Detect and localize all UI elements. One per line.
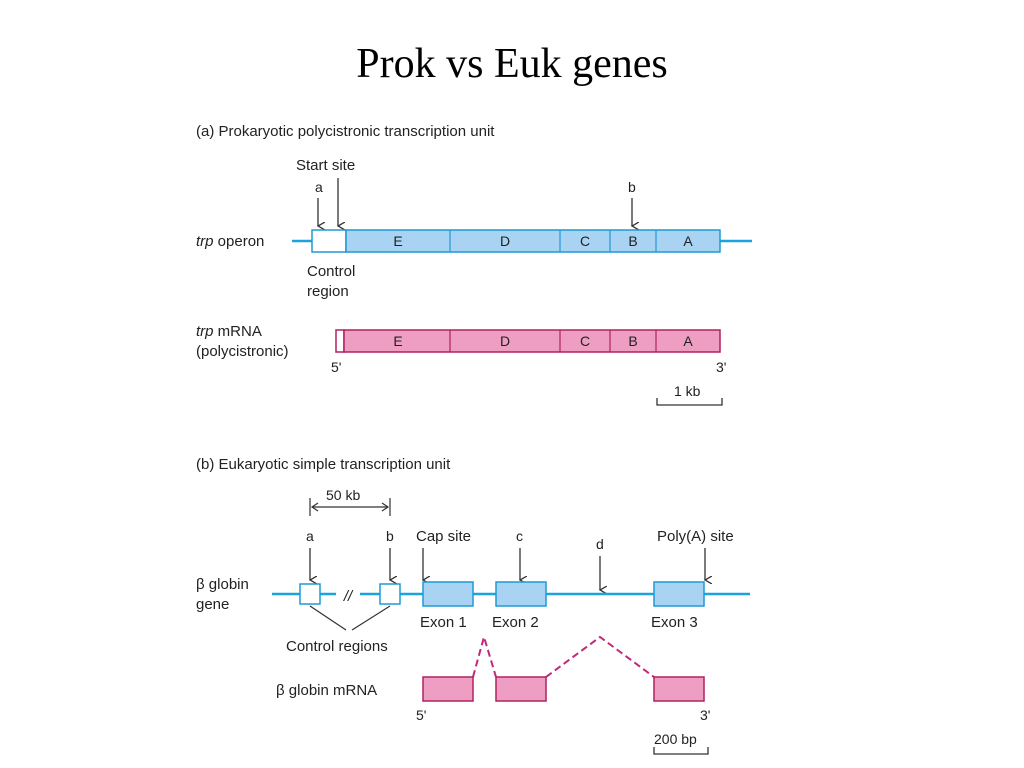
gene-segment-a: A bbox=[683, 233, 693, 249]
intron-2-splice bbox=[545, 635, 655, 678]
panel-b: (b) Eukaryotic simple transcription unit… bbox=[196, 456, 750, 755]
exon-2-box bbox=[495, 581, 547, 607]
polycistronic-label: (polycistronic) bbox=[196, 343, 289, 360]
mrna-leader bbox=[335, 329, 345, 353]
gene-segment-b: B bbox=[628, 233, 637, 249]
control-region-b-box bbox=[379, 583, 401, 605]
exon-3-box bbox=[653, 581, 705, 607]
globin-mrna-label: β globin mRNA bbox=[276, 682, 377, 699]
globin-gene-label-2: gene bbox=[196, 596, 229, 613]
mrna-exon-3 bbox=[653, 676, 705, 702]
scale-200bp-label: 200 bp bbox=[654, 731, 697, 747]
mrna-segment-e: E bbox=[393, 333, 402, 349]
operon-coding-region bbox=[345, 229, 721, 253]
panel-a-heading: (a) Prokaryotic polycistronic transcript… bbox=[196, 123, 495, 140]
cap-site-label: Cap site bbox=[416, 528, 471, 545]
control-regions-pointer bbox=[351, 605, 391, 631]
gene-segment-e: E bbox=[393, 233, 402, 249]
mrna-segment-b: B bbox=[628, 333, 637, 349]
mrna-segment-a: A bbox=[683, 333, 693, 349]
mrna-segment-c: C bbox=[580, 333, 590, 349]
mrna-exon-1 bbox=[422, 676, 474, 702]
exon-2-label: Exon 2 bbox=[492, 614, 539, 631]
control-regions-pointer bbox=[309, 605, 347, 631]
arrow-d-label: d bbox=[596, 536, 604, 552]
arrow-a-label: a bbox=[315, 179, 323, 195]
trp-operon-label: trp operon bbox=[196, 233, 264, 250]
scale-bar-b bbox=[653, 747, 709, 755]
line-break-gap bbox=[336, 588, 360, 600]
panel-a: (a) Prokaryotic polycistronic transcript… bbox=[196, 123, 752, 406]
distance-arrowhead bbox=[310, 502, 319, 512]
intron-1-splice bbox=[472, 633, 497, 678]
trp-mrna-label: trp mRNA bbox=[196, 323, 262, 340]
mrna-three-prime: 3' bbox=[716, 359, 726, 375]
control-region-box bbox=[311, 229, 347, 253]
control-region-label-1: Control bbox=[307, 263, 355, 280]
mrna-exon-2 bbox=[495, 676, 547, 702]
gene-segment-c: C bbox=[580, 233, 590, 249]
control-region-label-2: region bbox=[307, 283, 349, 300]
slide-title: Prok vs Euk genes bbox=[356, 41, 668, 87]
mrna-five-prime: 5' bbox=[331, 359, 341, 375]
control-regions-label: Control regions bbox=[286, 638, 388, 655]
globin-mrna-three-prime: 3' bbox=[700, 707, 710, 723]
scale-1kb-label: 1 kb bbox=[674, 383, 701, 399]
exon-3-label: Exon 3 bbox=[651, 614, 698, 631]
control-region-a-box bbox=[299, 583, 321, 605]
arrow-b-label: b bbox=[628, 179, 636, 195]
scale-bar-a bbox=[656, 398, 723, 406]
arrow-b-label-b: b bbox=[386, 528, 394, 544]
globin-gene-label-1: β globin bbox=[196, 576, 249, 593]
arrow-a-label-b: a bbox=[306, 528, 314, 544]
panel-b-heading: (b) Eukaryotic simple transcription unit bbox=[196, 456, 451, 473]
exon-1-box bbox=[422, 581, 474, 607]
arrow-c-label: c bbox=[516, 528, 523, 544]
mrna-segment-d: D bbox=[500, 333, 510, 349]
distance-50kb-label: 50 kb bbox=[326, 487, 360, 503]
polya-site-label: Poly(A) site bbox=[657, 528, 734, 545]
mrna-coding-region bbox=[343, 329, 721, 353]
start-site-label: Start site bbox=[296, 157, 355, 174]
distance-arrowhead bbox=[381, 502, 390, 512]
gene-segment-d: D bbox=[500, 233, 510, 249]
line-break-mark: // bbox=[343, 588, 354, 605]
globin-mrna-five-prime: 5' bbox=[416, 707, 426, 723]
exon-1-label: Exon 1 bbox=[420, 614, 467, 631]
